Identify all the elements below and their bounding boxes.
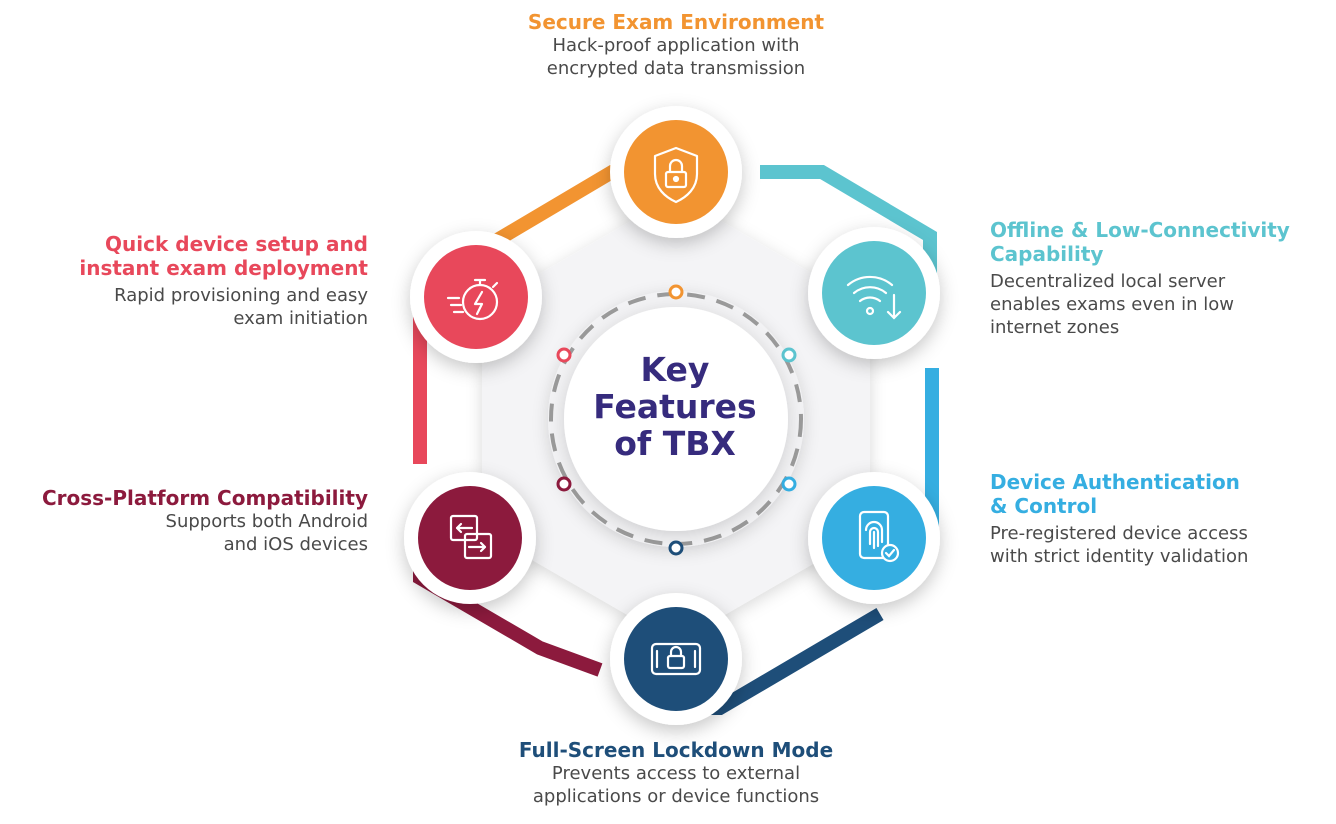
- feature-lockdown-desc-1: Prevents access to external: [551, 763, 801, 784]
- feature-lockdown: Full-Screen Lockdown Mode Prevents acces…: [476, 738, 876, 808]
- feature-cross-platform-desc-2: and iOS devices: [223, 534, 368, 555]
- shield-lock-icon: [653, 146, 699, 204]
- center-title-line-1: Key: [640, 350, 710, 389]
- feature-secure-desc-2: encrypted data transmission: [546, 58, 806, 79]
- feature-device-auth: Device Authentication & Control Pre-regi…: [990, 470, 1330, 568]
- node-secure: [610, 106, 742, 238]
- feature-secure-title: Secure Exam Environment: [527, 10, 825, 34]
- center-title-line-2: Features: [593, 387, 757, 426]
- wifi-download-icon: [846, 275, 902, 320]
- feature-quick-setup-title-2: instant exam deployment: [79, 256, 368, 280]
- center-title-line-3: of TBX: [614, 424, 736, 463]
- feature-lockdown-title: Full-Screen Lockdown Mode: [518, 738, 834, 762]
- feature-offline-title-1: Offline & Low-Connectivity: [990, 218, 1290, 242]
- center-title: Key Features of TBX: [575, 351, 775, 462]
- feature-device-auth-desc-2: with strict identity validation: [990, 546, 1249, 567]
- feature-offline-desc-2: enables exams even in low: [990, 294, 1234, 315]
- node-offline: [808, 227, 940, 359]
- marker-secure: [668, 284, 684, 300]
- feature-offline-title-2: Capability: [990, 242, 1104, 266]
- center-disc: [564, 307, 788, 531]
- feature-quick-setup: Quick device setup and instant exam depl…: [0, 232, 368, 330]
- feature-cross-platform: Cross-Platform Compatibility Supports bo…: [0, 486, 368, 556]
- feature-device-auth-title-2: & Control: [990, 494, 1098, 518]
- marker-lockdown: [668, 540, 684, 556]
- node-lockdown: [610, 593, 742, 725]
- node-quick-setup: [410, 231, 542, 363]
- feature-quick-setup-title-1: Quick device setup and: [105, 232, 368, 256]
- feature-offline-desc-3: internet zones: [990, 317, 1120, 338]
- feature-quick-setup-desc-2: exam initiation: [233, 308, 368, 329]
- feature-offline-desc-1: Decentralized local server: [990, 271, 1226, 292]
- lock-screen-icon: [650, 642, 702, 676]
- feature-cross-platform-title: Cross-Platform Compatibility: [41, 486, 368, 510]
- feature-cross-platform-desc-1: Supports both Android: [165, 511, 368, 532]
- feature-device-auth-desc-1: Pre-registered device access: [990, 523, 1248, 544]
- feature-device-auth-title-1: Device Authentication: [990, 470, 1240, 494]
- feature-offline: Offline & Low-Connectivity Capability De…: [990, 218, 1330, 339]
- feature-quick-setup-desc-1: Rapid provisioning and easy: [114, 285, 368, 306]
- feature-secure: Secure Exam Environment Hack-proof appli…: [476, 10, 876, 80]
- node-cross-platform: [404, 472, 536, 604]
- node-device-auth: [808, 472, 940, 604]
- feature-lockdown-desc-2: applications or device functions: [532, 786, 820, 807]
- marker-quick-setup: [556, 347, 572, 363]
- stopwatch-icon: [446, 278, 499, 321]
- marker-device-auth: [781, 476, 797, 492]
- arrows-swap-icon: [449, 514, 493, 560]
- marker-cross-platform: [556, 476, 572, 492]
- fingerprint-phone-icon: [858, 510, 900, 563]
- feature-secure-desc-1: Hack-proof application with: [552, 35, 800, 56]
- marker-offline: [781, 347, 797, 363]
